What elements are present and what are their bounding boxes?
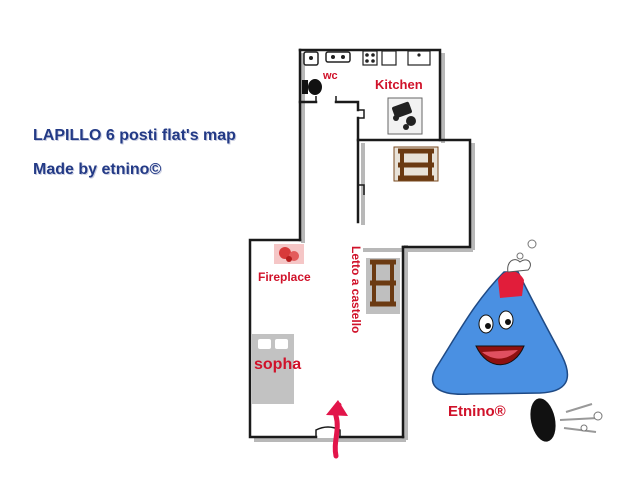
map-credit: Made by etnino© (33, 161, 162, 178)
fireplace-icon (274, 244, 304, 264)
sofa-icon (252, 334, 294, 404)
walls (248, 48, 472, 439)
room-label-fireplace: Fireplace (258, 270, 311, 284)
fridge-icon (381, 50, 397, 66)
toilet-icon (302, 79, 322, 95)
table-chairs-icon (387, 97, 423, 135)
bunk-bed-icon (366, 258, 400, 314)
room-label-kitchen: Kitchen (375, 77, 423, 92)
map-title: LAPILLO 6 posti flat's map (33, 127, 236, 144)
washbasin-icon (303, 51, 319, 66)
brand-label: Etnino® (448, 403, 506, 420)
sink-icon (407, 50, 431, 66)
room-label-bunk-bed: Letto a castello (349, 246, 363, 334)
bunk-bed-icon (393, 146, 439, 182)
door-swings (315, 96, 365, 437)
room-label-wc: wc (323, 70, 338, 82)
shower-icon (325, 51, 351, 63)
wall-shadows (254, 53, 475, 442)
room-label-sopha: sopha (254, 356, 302, 373)
volcano-mascot-icon (431, 239, 603, 442)
stove-icon (362, 50, 378, 66)
entrance-arrow-icon (326, 400, 348, 459)
